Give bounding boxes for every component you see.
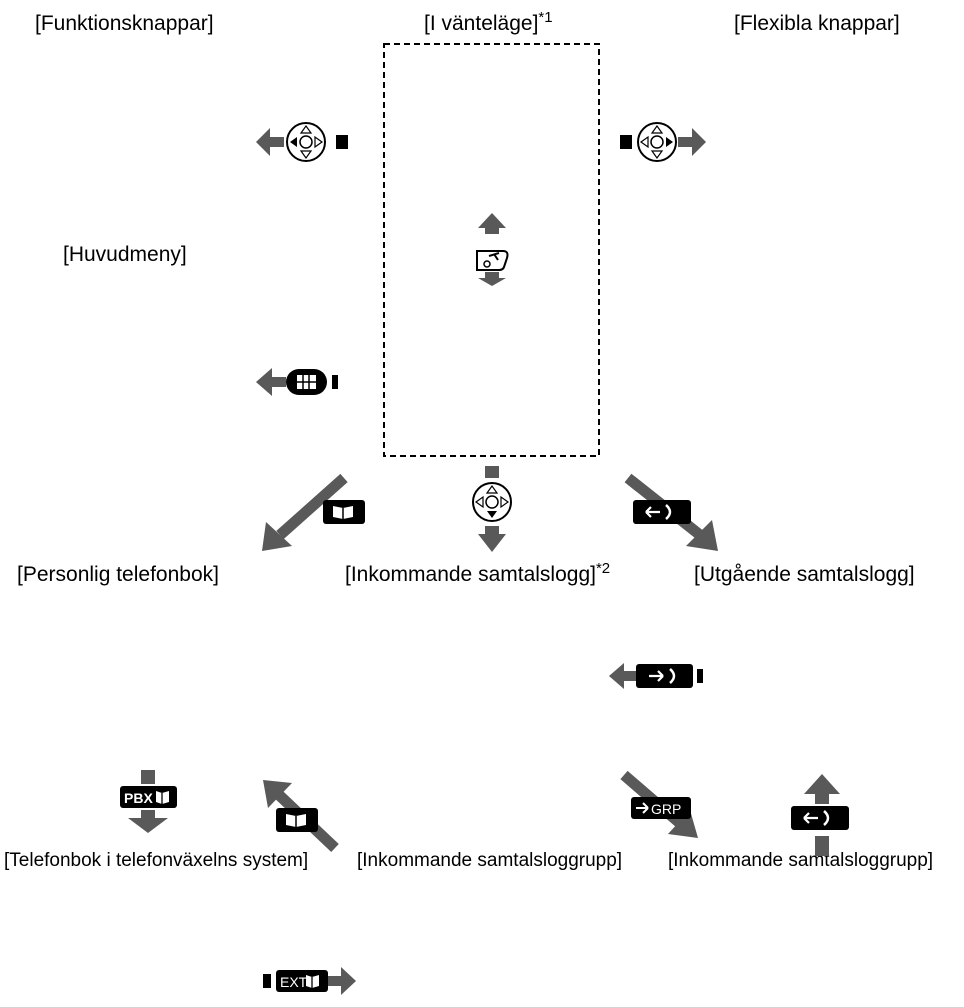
label-soft-keys: [Flexibla knappar]	[734, 12, 900, 35]
label-main-menu: [Huvudmeny]	[63, 243, 187, 266]
footnote-2: *2	[595, 560, 611, 577]
outgoing-up-icon[interactable]	[791, 774, 849, 856]
grp-key-text: GRP	[651, 801, 681, 817]
label-incoming-log-group-1: [Inkommande samtalsloggrupp]	[357, 850, 623, 871]
phonebook-icon[interactable]	[262, 473, 365, 551]
label-incoming-log-group-2: [Inkommande samtalsloggrupp]	[668, 850, 934, 871]
phonebook-up-left-icon[interactable]	[263, 780, 339, 852]
navigator-right-icon[interactable]	[620, 122, 706, 162]
redial-key-icon[interactable]	[609, 663, 703, 689]
group-log-key-icon[interactable]: GRP	[620, 770, 698, 838]
label-personal-phonebook: [Personlig telefonbok]	[17, 563, 219, 586]
ext-phonebook-key-icon[interactable]: EXT	[263, 967, 356, 995]
pbx-phonebook-key-icon[interactable]: PBX	[120, 770, 177, 833]
scroll-icon[interactable]	[476, 213, 509, 286]
footnote-1: *1	[538, 9, 553, 26]
label-incoming-log-text: [Inkommande samtalslogg]	[345, 563, 596, 586]
navigator-down-icon[interactable]	[472, 466, 512, 552]
menu-key-icon[interactable]	[256, 368, 338, 396]
navigator-left-icon[interactable]	[256, 122, 348, 162]
pbx-key-text: PBX	[124, 790, 153, 806]
label-standby-text: [I vänteläge]	[424, 12, 539, 35]
label-pbx-phonebook: [Telefonbok i telefonväxelns system]	[4, 850, 309, 871]
label-standby: [I vänteläge]*1	[424, 10, 553, 35]
standby-frame	[383, 43, 600, 457]
label-incoming-log: [Inkommande samtalslogg]*2	[345, 561, 610, 586]
ext-key-text: EXT	[280, 974, 308, 990]
label-function-keys: [Funktionsknappar]	[35, 12, 214, 35]
outgoing-log-key-icon[interactable]	[624, 473, 718, 551]
label-outgoing-log: [Utgående samtalslogg]	[694, 563, 915, 586]
